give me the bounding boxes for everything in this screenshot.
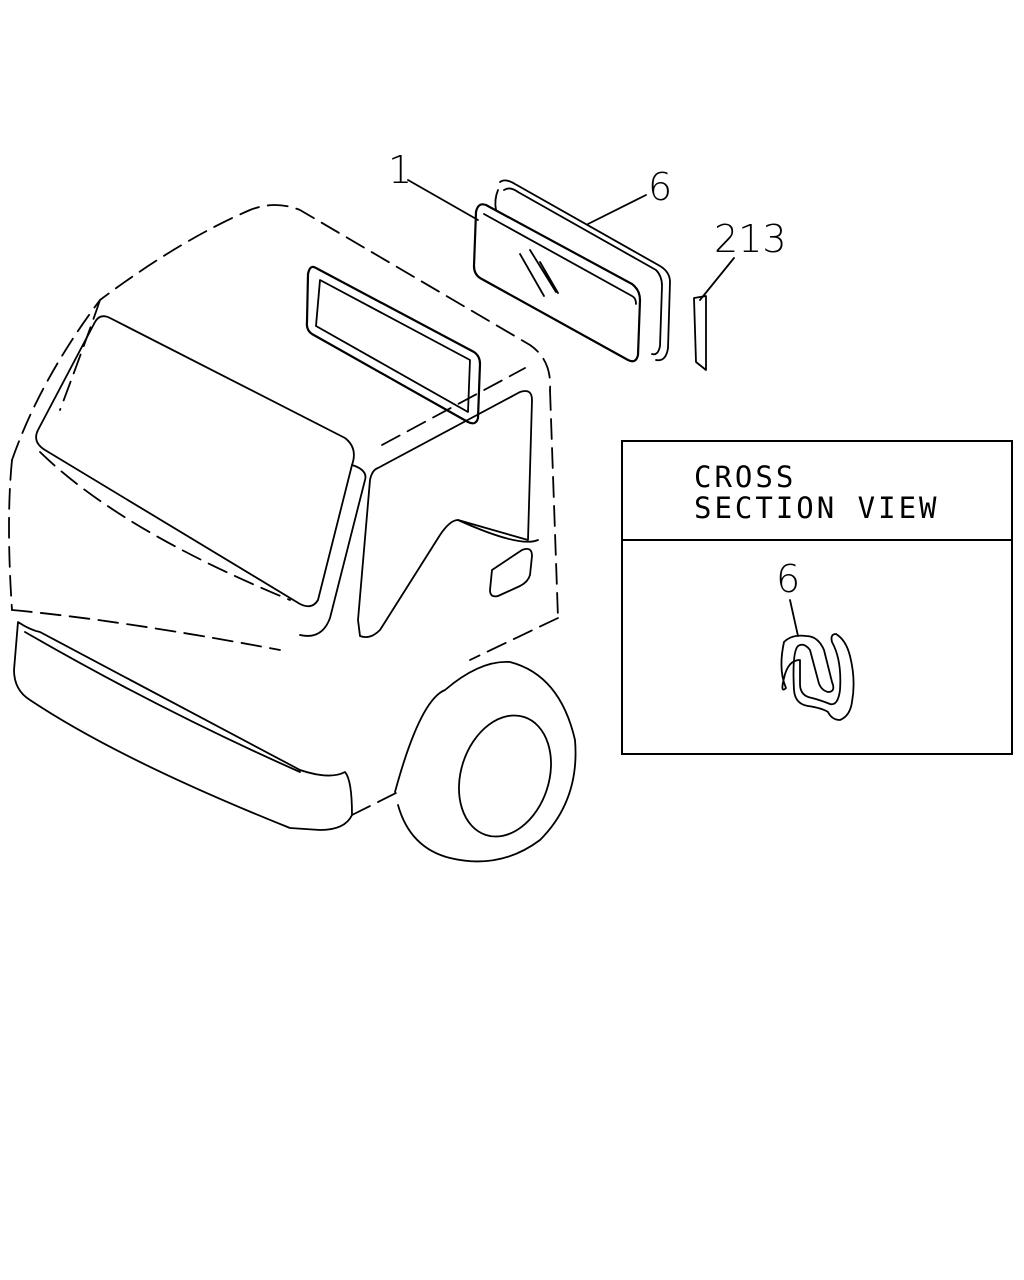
callout-6: 6 xyxy=(648,165,672,209)
wheel-rim xyxy=(458,714,552,838)
cab-front-left-edge xyxy=(8,459,13,611)
part-213-strip xyxy=(693,295,707,371)
windshield-lower-edge xyxy=(39,451,291,601)
cross-section-view-box: CROSS SECTION VIEW 6 xyxy=(621,440,1013,755)
glass-part xyxy=(472,203,642,363)
leader-6 xyxy=(587,194,647,225)
bumper xyxy=(13,621,353,831)
wheel-arch xyxy=(394,661,577,863)
installed-rear-window xyxy=(305,265,482,425)
windshield-pillar xyxy=(299,464,367,637)
door-window-lower xyxy=(457,519,539,543)
door-window xyxy=(357,390,533,639)
bumper-top-line xyxy=(24,631,301,773)
bumper-lower-outline xyxy=(351,791,399,816)
cab-front-lower xyxy=(11,609,281,651)
weatherstrip-profile xyxy=(780,633,855,721)
truck-cab-illustration xyxy=(8,204,577,863)
leader-213 xyxy=(699,257,735,301)
cross-section-callout-6: 6 xyxy=(776,557,800,601)
cab-rear-edge xyxy=(549,389,559,619)
door-handle xyxy=(489,547,533,598)
rear-window-location-line xyxy=(381,367,526,446)
windshield xyxy=(35,315,355,608)
cab-roof-outline xyxy=(11,204,552,461)
cross-section-title-line2: SECTION VIEW xyxy=(694,491,940,525)
leader-lines xyxy=(407,179,735,301)
cab-side-lower-edge xyxy=(469,617,559,661)
glass-reflection-icon xyxy=(519,249,559,297)
cross-section-leader xyxy=(789,599,799,637)
leader-1 xyxy=(407,179,479,221)
callout-1: 1 xyxy=(388,148,412,192)
cross-section-title-line1: CROSS xyxy=(694,460,796,494)
weatherstrip-part xyxy=(494,179,671,362)
cab-roof-front-edge xyxy=(59,299,101,411)
callout-213: 213 xyxy=(714,217,787,261)
